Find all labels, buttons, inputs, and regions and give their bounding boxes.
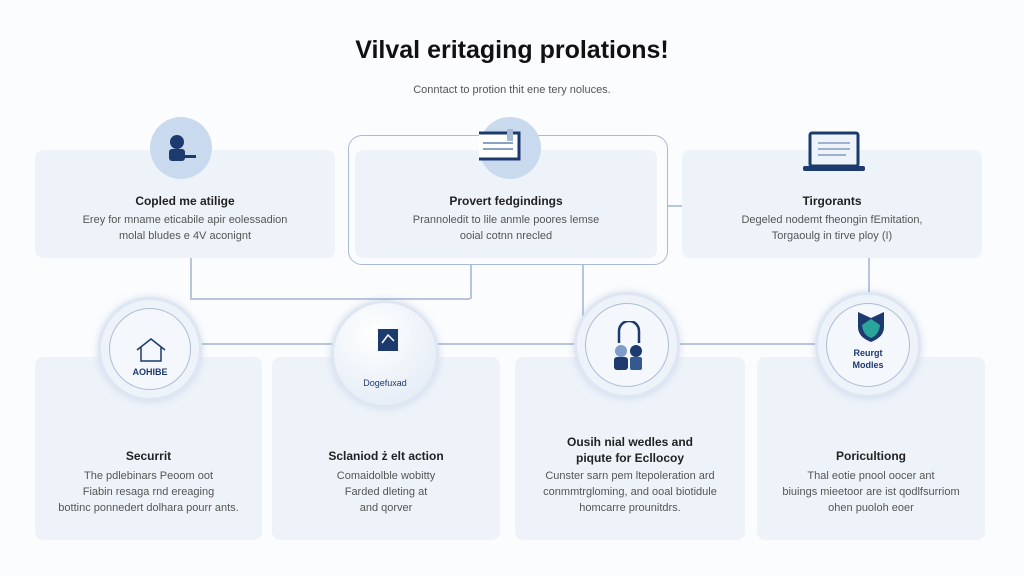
- card-desc-line: Fiabin resaga rnd ereaging: [82, 486, 215, 498]
- card-desc-line: homcarre prounitdrs.: [579, 502, 681, 514]
- card-desc-line: Thal eotie pnool oocer ant: [807, 470, 935, 482]
- connector: [470, 265, 472, 299]
- page-title: Vilval eritaging prolations!: [355, 36, 669, 64]
- card-title-line: Ousih nial wedles and: [566, 435, 694, 449]
- card-title: Tirgorants: [802, 194, 862, 208]
- card-title: Copled me atilige: [135, 194, 235, 208]
- book-icon: Dogefuxad: [331, 300, 439, 408]
- card-desc-line: Torgaoulg in tirve ploy (I): [771, 230, 893, 242]
- card-title: Provert fedgindings: [449, 194, 563, 208]
- shield-icon: Reurgt Modles: [815, 292, 921, 398]
- card-desc-line: ooial cotnn nrecled: [459, 230, 553, 242]
- card-desc-line: ohen puoloh eoer: [828, 502, 914, 514]
- card-desc-line: The pdlebinars Peoom oot: [83, 470, 214, 482]
- laptop-icon: [802, 131, 866, 175]
- card-desc-line: conmmtrgloming, and ooal biotidule: [543, 486, 717, 498]
- connector: [190, 298, 470, 300]
- icon-label-line: Reurgt: [853, 348, 883, 358]
- card-desc-line: molal bludes e 4V aconignt: [118, 230, 252, 242]
- card-title: Sclaniod ż elt action: [328, 449, 444, 463]
- card-title: Securrit: [125, 449, 172, 463]
- icon-label: Dogefuxad: [363, 378, 407, 388]
- connector: [868, 258, 870, 306]
- card-desc-line: Cunster sarn pem ltepoleration ard: [545, 470, 715, 482]
- card-desc-line: Prannoledit to lile anmle poores lemse: [412, 214, 600, 226]
- icon-label: AOHIBE: [132, 367, 168, 377]
- card-title-line: piqute for Ecllocoy: [575, 451, 684, 465]
- card-title: Poricultiong: [836, 449, 906, 463]
- card-desc-line: biuings mieetoor are ist qodlfsurriom: [782, 486, 960, 498]
- house-icon: AOHIBE: [98, 297, 202, 401]
- card-desc-line: bottinc ponnedert dolhara pourr ants.: [58, 502, 239, 514]
- card-desc-line: Comaidolble wobitty: [336, 470, 436, 482]
- card-desc-line: Erey for mname eticabile apir eolessadio…: [82, 214, 288, 226]
- connector: [668, 205, 682, 207]
- person-desk-icon: [150, 117, 212, 179]
- people-icon: [574, 292, 680, 398]
- card-desc-line: Degeled nodemt fheongin fEmitation,: [741, 214, 923, 226]
- top-card-3[interactable]: Tirgorants Degeled nodemt fheongin fEmit…: [682, 150, 982, 258]
- document-card-icon: [475, 117, 541, 179]
- card-desc-line: Farded dleting at: [344, 486, 428, 498]
- connector: [582, 265, 584, 345]
- connector: [190, 258, 192, 298]
- connector: [200, 343, 820, 345]
- card-desc-line: and qorver: [359, 502, 413, 514]
- icon-label-line: Modles: [852, 360, 884, 370]
- page-subtitle: Conntact to protion thit ene tery noluce…: [413, 84, 611, 96]
